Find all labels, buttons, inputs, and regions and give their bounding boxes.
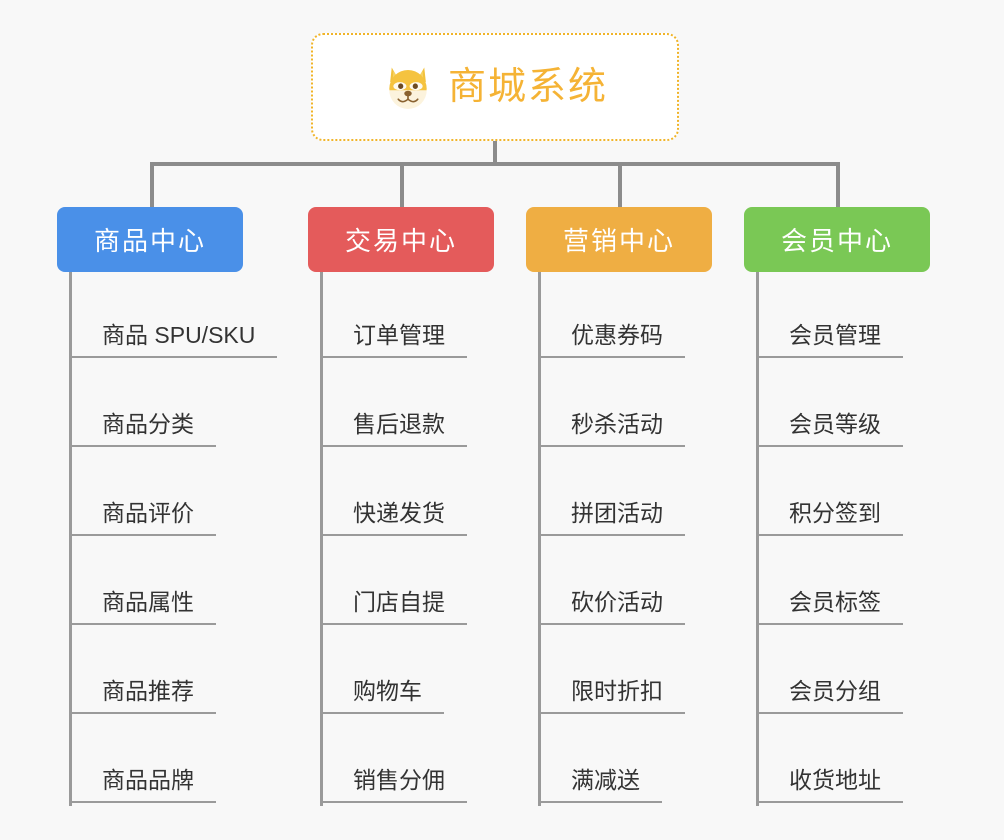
- leaf-label: 快递发货: [323, 500, 467, 536]
- leaf-label: 会员管理: [759, 322, 903, 358]
- connector-horizontal-bus: [150, 162, 840, 166]
- leaf-list-marketing-center: 优惠券码 秒杀活动 拼团活动 砍价活动 限时折扣 满减送: [538, 272, 712, 806]
- column-marketing-center: 营销中心 优惠券码 秒杀活动 拼团活动 砍价活动 限时折扣 满减送: [526, 207, 712, 806]
- leaf-label: 售后退款: [323, 411, 467, 447]
- leaf-item[interactable]: 门店自提: [323, 539, 494, 628]
- category-title: 商品中心: [93, 226, 206, 256]
- leaf-label: 商品推荐: [72, 678, 216, 714]
- leaf-item[interactable]: 拼团活动: [541, 450, 712, 539]
- leaf-item[interactable]: 砍价活动: [541, 539, 712, 628]
- leaf-item[interactable]: 商品 SPU/SKU: [72, 272, 278, 361]
- category-header-trade-center[interactable]: 交易中心: [308, 207, 494, 272]
- leaf-item[interactable]: 会员管理: [759, 272, 930, 361]
- leaf-label: 会员分组: [759, 678, 903, 714]
- leaf-item[interactable]: 商品属性: [72, 539, 243, 628]
- leaf-item[interactable]: 商品评价: [72, 450, 243, 539]
- leaf-item[interactable]: 售后退款: [323, 361, 494, 450]
- leaf-label: 购物车: [323, 678, 444, 714]
- leaf-label: 积分签到: [759, 500, 903, 536]
- leaf-label: 拼团活动: [541, 500, 685, 536]
- leaf-item[interactable]: 商品分类: [72, 361, 243, 450]
- leaf-label: 会员等级: [759, 411, 903, 447]
- leaf-label: 商品属性: [72, 589, 216, 625]
- connector-drop-member-center: [836, 162, 840, 208]
- leaf-item[interactable]: 销售分佣: [323, 717, 494, 806]
- leaf-item[interactable]: 商品推荐: [72, 628, 243, 717]
- leaf-item[interactable]: 购物车: [323, 628, 494, 717]
- leaf-label: 砍价活动: [541, 589, 685, 625]
- column-product-center: 商品中心 商品 SPU/SKU 商品分类 商品评价 商品属性 商品推荐 商品品牌: [57, 207, 278, 806]
- root-node-mall-system[interactable]: 商城系统: [311, 33, 679, 141]
- leaf-item[interactable]: 优惠券码: [541, 272, 712, 361]
- leaf-list-trade-center: 订单管理 售后退款 快递发货 门店自提 购物车 销售分佣: [320, 272, 494, 806]
- leaf-label: 商品 SPU/SKU: [72, 322, 278, 358]
- category-header-member-center[interactable]: 会员中心: [744, 207, 930, 272]
- leaf-item[interactable]: 会员等级: [759, 361, 930, 450]
- root-title: 商城系统: [447, 66, 608, 108]
- connector-drop-marketing-center: [618, 162, 622, 208]
- column-trade-center: 交易中心 订单管理 售后退款 快递发货 门店自提 购物车 销售分佣: [308, 207, 494, 806]
- shiba-dog-face-icon: [389, 67, 427, 109]
- leaf-list-product-center: 商品 SPU/SKU 商品分类 商品评价 商品属性 商品推荐 商品品牌: [69, 272, 278, 806]
- leaf-item[interactable]: 快递发货: [323, 450, 494, 539]
- leaf-label: 商品分类: [72, 411, 216, 447]
- column-member-center: 会员中心 会员管理 会员等级 积分签到 会员标签 会员分组 收货地址: [744, 207, 930, 806]
- leaf-list-member-center: 会员管理 会员等级 积分签到 会员标签 会员分组 收货地址: [756, 272, 930, 806]
- leaf-item[interactable]: 订单管理: [323, 272, 494, 361]
- leaf-label: 限时折扣: [541, 678, 685, 714]
- leaf-item[interactable]: 会员分组: [759, 628, 930, 717]
- leaf-label: 商品品牌: [72, 767, 216, 803]
- leaf-item[interactable]: 会员标签: [759, 539, 930, 628]
- leaf-label: 门店自提: [323, 589, 467, 625]
- connector-drop-product-center: [150, 162, 154, 208]
- leaf-label: 收货地址: [759, 767, 903, 803]
- connector-drop-trade-center: [400, 162, 404, 208]
- category-header-marketing-center[interactable]: 营销中心: [526, 207, 712, 272]
- leaf-label: 秒杀活动: [541, 411, 685, 447]
- category-title: 营销中心: [562, 226, 675, 256]
- leaf-item[interactable]: 秒杀活动: [541, 361, 712, 450]
- leaf-label: 优惠券码: [541, 322, 685, 358]
- leaf-label: 商品评价: [72, 500, 216, 536]
- leaf-item[interactable]: 满减送: [541, 717, 712, 806]
- category-title: 交易中心: [344, 226, 457, 256]
- leaf-item[interactable]: 商品品牌: [72, 717, 243, 806]
- connector-root-stem: [493, 141, 497, 164]
- leaf-label: 满减送: [541, 767, 662, 803]
- leaf-label: 订单管理: [323, 322, 467, 358]
- leaf-item[interactable]: 限时折扣: [541, 628, 712, 717]
- leaf-item[interactable]: 积分签到: [759, 450, 930, 539]
- leaf-item[interactable]: 收货地址: [759, 717, 930, 806]
- leaf-label: 会员标签: [759, 589, 903, 625]
- category-header-product-center[interactable]: 商品中心: [57, 207, 243, 272]
- leaf-label: 销售分佣: [323, 767, 467, 803]
- category-title: 会员中心: [780, 226, 893, 256]
